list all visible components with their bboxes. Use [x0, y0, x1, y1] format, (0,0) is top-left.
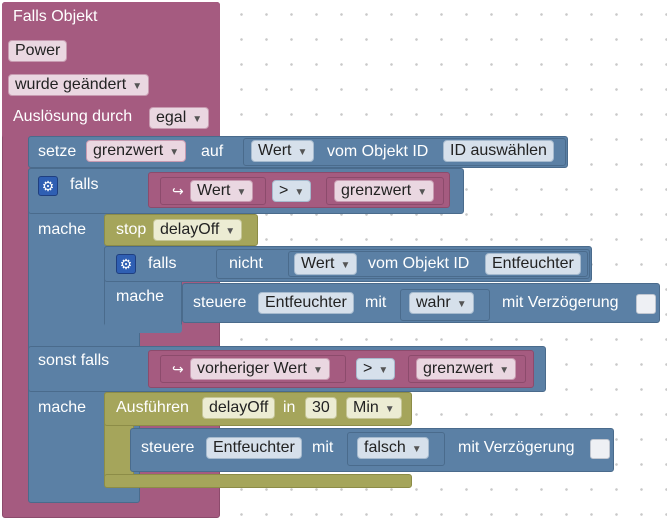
trigger-by-value: egal [156, 109, 187, 126]
set-variable-dropdown[interactable]: grenzwert ▼ [86, 140, 187, 162]
from-object-label: vom Objekt ID [327, 143, 429, 160]
dropdown-arrow-icon: ▼ [297, 147, 308, 158]
stop-timer-value: delayOff [160, 221, 220, 238]
control1-label: steuere [193, 294, 247, 311]
else-if-label: sonst falls [38, 352, 110, 369]
dropdown-arrow-icon: ▼ [225, 226, 236, 237]
object-field[interactable]: Power [8, 40, 68, 62]
inner-do-label: mache [116, 288, 165, 305]
set-on-label: auf [201, 143, 224, 160]
arrow-icon: ↪ [172, 183, 184, 199]
operator-dropdown[interactable]: >▼ [272, 180, 312, 202]
dropdown-arrow-icon: ▼ [411, 444, 422, 455]
inner-property-dropdown[interactable]: Wert ▼ [294, 253, 358, 275]
inner-from-object-label: vom Objekt ID [368, 255, 470, 272]
timeout-label: Ausführen [116, 399, 189, 416]
property-dropdown[interactable]: Wert ▼ [251, 140, 315, 162]
inner-if-label: falls [148, 255, 177, 272]
operator-value: > [279, 182, 289, 199]
variable-dropdown[interactable]: grenzwert ▼ [334, 180, 435, 202]
control1-value-dropdown[interactable]: wahr ▼ [409, 292, 474, 314]
stop-label: stop [116, 221, 147, 238]
trigger-by-label: Auslösung durch [13, 108, 133, 125]
control1-value: wahr [416, 294, 451, 311]
else-value-value: vorheriger Wert [197, 360, 307, 377]
not-label: nicht [229, 255, 263, 272]
timeout-timer-field[interactable]: delayOff [202, 397, 276, 419]
dropdown-arrow-icon: ▼ [312, 365, 323, 376]
timeout-unit-dropdown[interactable]: Min ▼ [346, 397, 402, 419]
event-title: Falls Objekt [13, 8, 98, 25]
control2-delay-label: mit Verzögerung [458, 439, 575, 456]
control2-value: falsch [364, 439, 406, 456]
else-value-dropdown[interactable]: vorheriger Wert ▼ [190, 358, 330, 380]
value-value: Wert [197, 182, 231, 199]
dropdown-arrow-icon: ▼ [456, 299, 467, 310]
inner-object-id-field[interactable]: Entfeuchter [485, 253, 581, 275]
dropdown-arrow-icon: ▼ [499, 365, 510, 376]
inner-property-value: Wert [301, 255, 335, 272]
value-dropdown[interactable]: Wert ▼ [190, 180, 254, 202]
trigger-value: wurde geändert [15, 76, 127, 93]
else-do-label: mache [38, 399, 87, 416]
control1-id-field[interactable]: Entfeuchter [258, 292, 354, 314]
if-block-filler [104, 323, 182, 333]
dropdown-arrow-icon: ▼ [378, 365, 389, 376]
dropdown-arrow-icon: ▼ [132, 81, 143, 92]
timeout-footer [104, 474, 412, 488]
control2-label: steuere [141, 439, 195, 456]
else-variable-value: grenzwert [423, 360, 494, 377]
control2-with-label: mit [312, 439, 334, 456]
dropdown-arrow-icon: ▼ [169, 147, 180, 158]
arrow-icon: ↪ [172, 361, 184, 377]
gear-icon[interactable]: ⚙ [116, 254, 136, 274]
delay-checkbox-2[interactable] [590, 439, 610, 459]
control2-id-field[interactable]: Entfeuchter [206, 437, 302, 459]
trigger-dropdown[interactable]: wurde geändert ▼ [8, 74, 150, 96]
dropdown-arrow-icon: ▼ [192, 114, 203, 125]
control2-value-dropdown[interactable]: falsch ▼ [357, 437, 429, 459]
dropdown-arrow-icon: ▼ [236, 187, 247, 198]
dropdown-arrow-icon: ▼ [294, 187, 305, 198]
do-label: mache [38, 221, 87, 238]
set-variable-value: grenzwert [93, 142, 164, 159]
control1-with-label: mit [365, 294, 387, 311]
gear-icon[interactable]: ⚙ [38, 176, 58, 196]
else-operator-dropdown[interactable]: >▼ [356, 358, 396, 380]
if-label: falls [70, 176, 99, 193]
timeout-unit-value: Min [353, 399, 379, 416]
dropdown-arrow-icon: ▼ [417, 187, 428, 198]
delay-checkbox-1[interactable] [636, 294, 656, 314]
timeout-in-label: in [283, 399, 296, 416]
dropdown-arrow-icon: ▼ [340, 260, 351, 271]
control1-delay-label: mit Verzögerung [502, 294, 619, 311]
trigger-by-dropdown[interactable]: egal ▼ [149, 107, 210, 129]
stop-timer-dropdown[interactable]: delayOff ▼ [153, 219, 243, 241]
set-label: setze [38, 143, 77, 160]
timeout-amount-field[interactable]: 30 [305, 397, 337, 419]
property-value: Wert [258, 142, 292, 159]
variable-value: grenzwert [341, 182, 412, 199]
object-id-field[interactable]: ID auswählen [443, 140, 554, 162]
else-operator-value: > [363, 360, 373, 377]
dropdown-arrow-icon: ▼ [384, 404, 395, 415]
else-variable-dropdown[interactable]: grenzwert ▼ [416, 358, 517, 380]
